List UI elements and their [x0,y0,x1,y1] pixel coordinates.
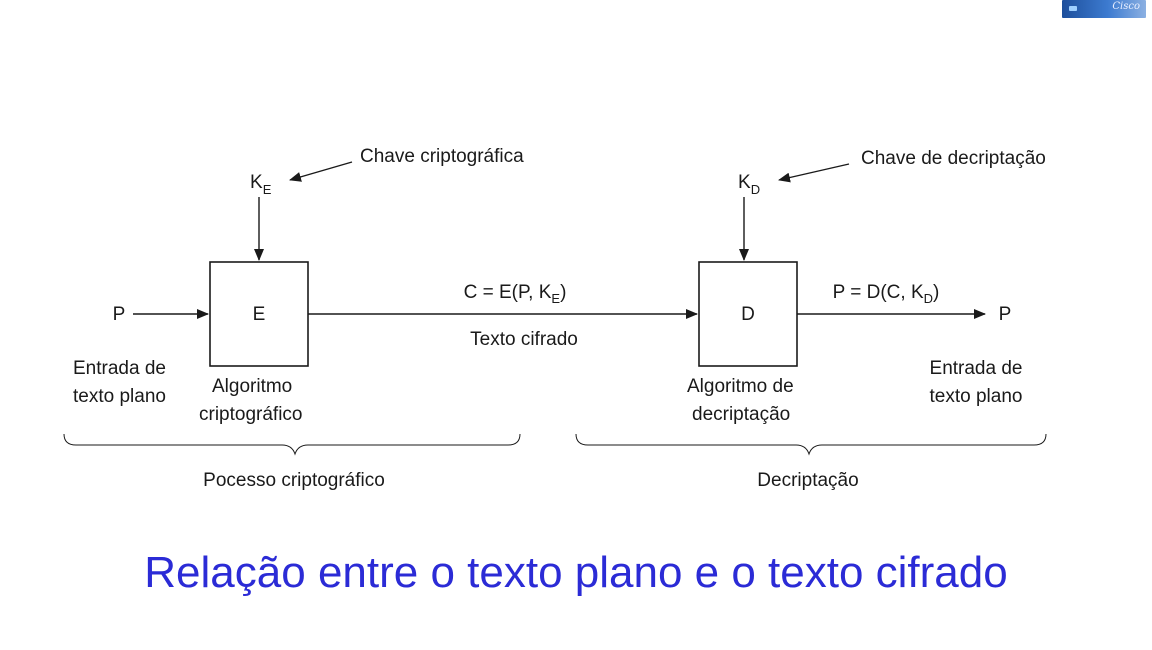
box-d-label: D [741,304,755,325]
algo-d-line2: decriptação [692,404,790,425]
right-brace [575,433,1047,456]
key-e-symbol: KE [250,172,272,197]
algo-e-line1: Algoritmo [212,376,292,397]
left-input-line1: Entrada de [73,358,166,379]
key-d-symbol: KD [738,172,760,197]
key-e-caption: Chave criptográfica [360,146,524,167]
right-output-line1: Entrada de [930,358,1023,379]
key-e-pointer [289,161,353,182]
logo-mark-icon [1069,6,1077,11]
output-p-label: P [999,304,1012,325]
input-p-label: P [113,304,126,325]
cisco-logo: Cisco [1062,0,1146,18]
right-output-line2: texto plano [930,386,1023,407]
algo-d-line1: Algoritmo de [687,376,794,397]
key-d-pointer [778,163,850,183]
left-brace-label: Pocesso criptográfico [203,470,385,491]
logo-text: Cisco [1112,1,1140,12]
slide-caption: Relação entre o texto plano e o texto ci… [144,548,1008,597]
key-d-caption: Chave de decriptação [861,148,1046,169]
box-e-label: E [253,304,266,325]
right-brace-label: Decriptação [757,470,858,491]
plain-formula: P = D(C, KD) [833,282,940,306]
left-input-line2: texto plano [73,386,166,407]
cipher-formula: C = E(P, KE) [464,282,567,306]
left-brace [63,433,521,456]
ciphertext-label: Texto cifrado [470,329,578,350]
algo-e-line2: criptográfico [199,404,303,425]
